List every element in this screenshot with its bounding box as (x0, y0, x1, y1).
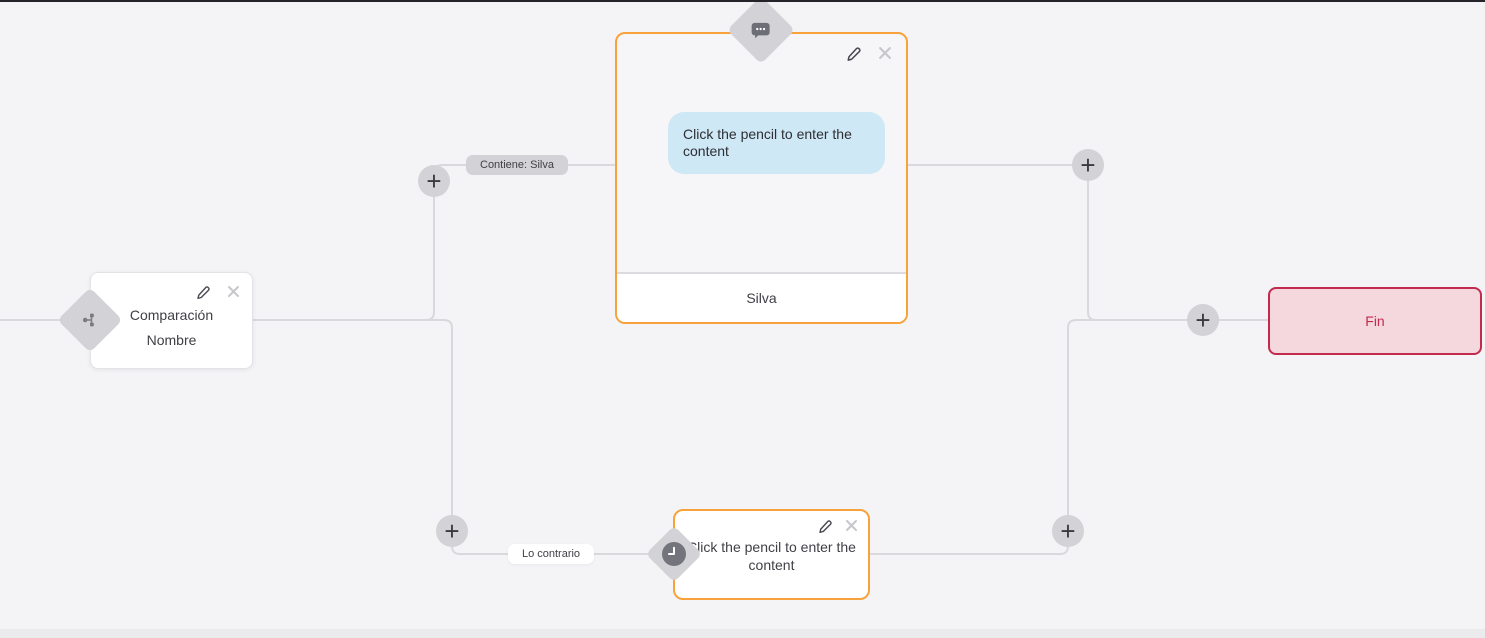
edit-delay-button[interactable] (817, 519, 833, 540)
branch-icon (81, 311, 99, 329)
edge-label-otherwise: Lo contrario (507, 544, 595, 564)
add-step-button-top-right[interactable]: + (1072, 149, 1104, 181)
pencil-icon (845, 46, 862, 68)
condition-subtitle: Nombre (146, 332, 197, 348)
add-step-button-before-end[interactable]: + (1187, 304, 1219, 336)
pencil-icon (817, 519, 833, 540)
delay-placeholder: Click the pencil to enter the content (687, 539, 856, 573)
message-bubble: Click the pencil to enter the content (668, 112, 885, 174)
add-step-button-top-left[interactable]: + (418, 165, 450, 197)
close-icon (227, 285, 240, 304)
add-step-button-bottom-left[interactable]: + (436, 515, 468, 547)
delete-delay-button[interactable] (845, 519, 858, 540)
condition-title: Comparación (129, 307, 214, 323)
delete-condition-button[interactable] (227, 285, 240, 304)
quick-reply[interactable]: Silva (617, 272, 906, 322)
end-node-label: Fin (1365, 313, 1385, 329)
connector-message-to-end (908, 164, 1268, 321)
delay-node[interactable]: Click the pencil to enter the content (673, 509, 870, 600)
condition-type-badge (57, 287, 123, 353)
connector-delay-to-end (870, 319, 1268, 555)
clock-icon (661, 541, 687, 567)
delay-type-badge (645, 525, 703, 583)
edge-label-contains: Contiene: Silva (466, 155, 568, 175)
chat-bubble-icon (751, 21, 771, 40)
delete-message-button[interactable] (878, 46, 892, 68)
edit-message-button[interactable] (845, 46, 862, 68)
message-node[interactable]: Click the pencil to enter the content Si… (615, 32, 908, 324)
message-type-badge (727, 2, 795, 64)
end-node[interactable]: Fin (1268, 287, 1482, 355)
pencil-icon (195, 285, 211, 304)
canvas-bottom-strip (0, 629, 1485, 638)
add-step-button-bottom-right[interactable]: + (1052, 515, 1084, 547)
connector-condition-to-delay (253, 319, 656, 555)
edit-condition-button[interactable] (195, 285, 211, 304)
close-icon (878, 46, 892, 68)
close-icon (845, 519, 858, 540)
